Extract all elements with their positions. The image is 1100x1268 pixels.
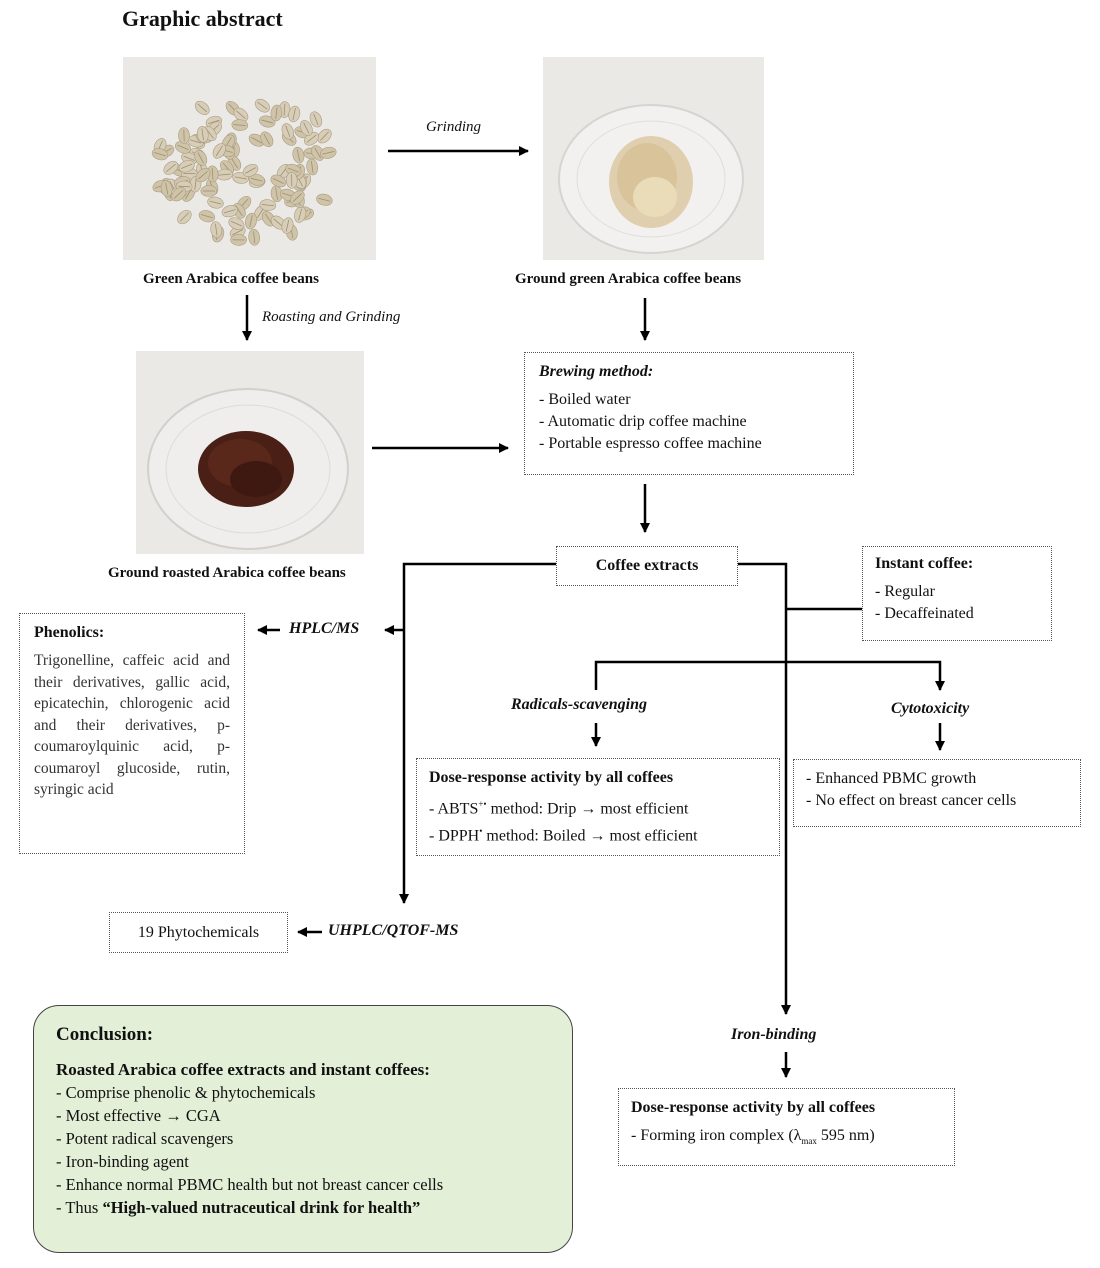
coffee-extracts-label: Coffee extracts bbox=[595, 557, 699, 574]
phenolics-text: Trigonelline, caffeic acid and their der… bbox=[34, 652, 230, 798]
dpph-line: - DPPH• method: Boiled → most efficient bbox=[429, 820, 767, 847]
conclusion-box: Conclusion: Roasted Arabica coffee extra… bbox=[33, 1005, 573, 1253]
iron-complex-line: - Forming iron complex (λmax 595 nm) bbox=[631, 1125, 942, 1152]
roasting-grinding-label: Roasting and Grinding bbox=[262, 309, 401, 325]
cytotoxicity-list-item: - Enhanced PBMC growth bbox=[806, 770, 977, 787]
conclusion-last-item: - Thus “High-valued nutraceutical drink … bbox=[56, 1196, 550, 1219]
green-beans-caption: Green Arabica coffee beans bbox=[143, 271, 319, 287]
conclusion-list-item: - Comprise phenolic & phytochemicals bbox=[56, 1083, 316, 1102]
conclusion-list: - Comprise phenolic & phytochemicals - Mo… bbox=[56, 1081, 550, 1196]
brewing-list: - Boiled water - Automatic drip coffee ma… bbox=[539, 389, 839, 455]
brewing-method-box: Brewing method: - Boiled water - Automati… bbox=[524, 352, 854, 475]
cytotoxicity-list-item: - No effect on breast cancer cells bbox=[806, 792, 1017, 809]
dpph-sup: • bbox=[479, 826, 483, 837]
uhplc-qtof-label: UHPLC/QTOF-MS bbox=[328, 922, 459, 939]
abts-prefix: - ABTS bbox=[429, 800, 479, 818]
phytochemicals-label: 19 Phytochemicals bbox=[137, 924, 260, 941]
abts-line: - ABTS+• method: Drip → most efficient bbox=[429, 793, 767, 820]
phenolics-box: Phenolics: Trigonelline, caffeic acid an… bbox=[19, 613, 245, 854]
conclusion-list-item: - Most effective → CGA bbox=[56, 1106, 221, 1125]
iron-suffix: 595 nm) bbox=[816, 1127, 875, 1144]
dose-radicals-box: Dose-response activity by all coffees - … bbox=[416, 758, 780, 856]
hplc-ms-label: HPLC/MS bbox=[289, 620, 360, 637]
instant-list-item: - Regular bbox=[875, 583, 935, 600]
instant-heading: Instant coffee: bbox=[875, 555, 974, 572]
brewing-list-item: - Automatic drip coffee machine bbox=[539, 413, 747, 430]
ground-green-photo bbox=[543, 57, 764, 260]
coffee-extracts-box: Coffee extracts bbox=[556, 546, 738, 586]
cytotoxicity-label: Cytotoxicity bbox=[891, 700, 970, 717]
cytotoxicity-list: - Enhanced PBMC growth - No effect on bre… bbox=[806, 768, 1068, 812]
brewing-heading: Brewing method: bbox=[539, 363, 654, 380]
conclusion-heading: Conclusion: bbox=[56, 1024, 154, 1045]
instant-list: - Regular - Decaffeinated bbox=[875, 581, 1039, 625]
dose-iron-box: Dose-response activity by all coffees - … bbox=[618, 1088, 955, 1166]
ground-green-image bbox=[558, 104, 744, 254]
cytotoxicity-box: - Enhanced PBMC growth - No effect on bre… bbox=[793, 759, 1081, 827]
ground-roasted-photo bbox=[136, 351, 364, 554]
abts-suffix: method: Drip → most efficient bbox=[486, 800, 689, 818]
instant-list-item: - Decaffeinated bbox=[875, 605, 974, 622]
brewing-list-item: - Boiled water bbox=[539, 391, 631, 408]
page-title: Graphic abstract bbox=[122, 6, 283, 31]
conclusion-list-item: - Enhance normal PBMC health but not bre… bbox=[56, 1175, 444, 1194]
iron-prefix: - Forming iron complex (λ bbox=[631, 1127, 802, 1144]
ground-roasted-image bbox=[147, 388, 349, 550]
instant-coffee-box: Instant coffee: - Regular - Decaffeinated bbox=[862, 546, 1052, 641]
radicals-scavenging-label: Radicals-scavenging bbox=[511, 696, 647, 713]
grinding-label: Grinding bbox=[426, 119, 482, 135]
phenolics-heading: Phenolics: bbox=[34, 624, 105, 641]
dose-iron-heading: Dose-response activity by all coffees bbox=[631, 1099, 876, 1116]
dpph-suffix: method: Boiled → most efficient bbox=[482, 827, 698, 845]
conclusion-list-item: - Potent radical scavengers bbox=[56, 1129, 234, 1148]
iron-binding-label: Iron-binding bbox=[731, 1026, 817, 1043]
iron-sub: max bbox=[801, 1136, 817, 1147]
green-beans-image bbox=[151, 98, 337, 246]
abts-sup: +• bbox=[478, 799, 487, 809]
dpph-prefix: - DPPH bbox=[429, 827, 480, 845]
green-beans-photo bbox=[123, 57, 376, 260]
brewing-list-item: - Portable espresso coffee machine bbox=[539, 435, 762, 452]
conclusion-subheading: Roasted Arabica coffee extracts and inst… bbox=[56, 1060, 430, 1079]
ground-roasted-caption: Ground roasted Arabica coffee beans bbox=[108, 565, 346, 581]
dose-radicals-heading: Dose-response activity by all coffees bbox=[429, 769, 674, 786]
phytochemicals-box: 19 Phytochemicals bbox=[109, 912, 288, 953]
conclusion-last-bold: “High-valued nutraceutical drink for hea… bbox=[102, 1198, 421, 1217]
ground-green-caption: Ground green Arabica coffee beans bbox=[515, 271, 742, 287]
conclusion-last-prefix: - Thus bbox=[56, 1198, 103, 1217]
conclusion-list-item: - Iron-binding agent bbox=[56, 1152, 189, 1171]
